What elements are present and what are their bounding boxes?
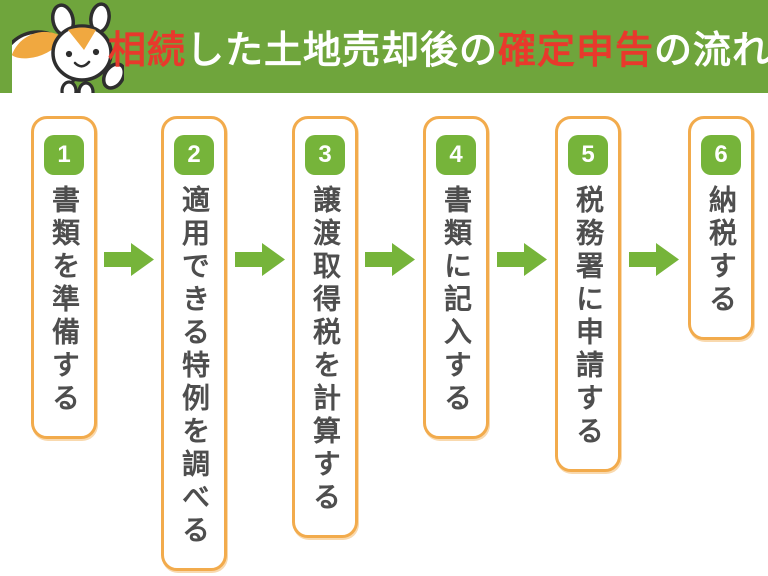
step-number-badge: 2: [174, 135, 214, 175]
step-number-badge: 4: [436, 135, 476, 175]
step-box-1: 1 書類を準備する: [31, 116, 97, 439]
step-number-badge: 5: [568, 135, 608, 175]
step-label: 書類に記入する: [441, 185, 472, 416]
arrow-right-icon: [235, 243, 285, 276]
step-label: 譲渡取得税を計算する: [310, 185, 341, 515]
header-banner: 相続 した土地売却後の 確定申告 の流れ: [0, 0, 768, 93]
step-box-6: 6 納税する: [688, 116, 754, 340]
step-box-3: 3 譲渡取得税を計算する: [292, 116, 358, 538]
step-label: 税務署に申請する: [573, 185, 604, 449]
step-label: 納税する: [706, 185, 737, 317]
title-segment-tax-return: 確定申告: [498, 30, 655, 72]
arrow-right-icon: [104, 243, 154, 276]
step-box-2: 2 適用できる特例を調べる: [161, 116, 227, 571]
page-title: 相続 した土地売却後の 確定申告 の流れ: [108, 0, 768, 93]
step-number-badge: 6: [701, 135, 741, 175]
title-segment-after-sale: した土地売却後の: [186, 30, 499, 72]
step-label: 書類を準備する: [49, 185, 80, 416]
step-box-5: 5 税務署に申請する: [555, 116, 621, 472]
step-box-4: 4 書類に記入する: [423, 116, 489, 439]
step-label: 適用できる特例を調べる: [179, 185, 210, 548]
title-segment-inheritance: 相続: [108, 30, 187, 72]
arrow-right-icon: [365, 243, 415, 276]
arrow-right-icon: [497, 243, 547, 276]
title-segment-flow: の流れ: [654, 30, 768, 72]
arrow-right-icon: [629, 243, 679, 276]
hamster-mascot-icon: [12, 2, 124, 93]
step-number-badge: 1: [44, 135, 84, 175]
step-number-badge: 3: [305, 135, 345, 175]
